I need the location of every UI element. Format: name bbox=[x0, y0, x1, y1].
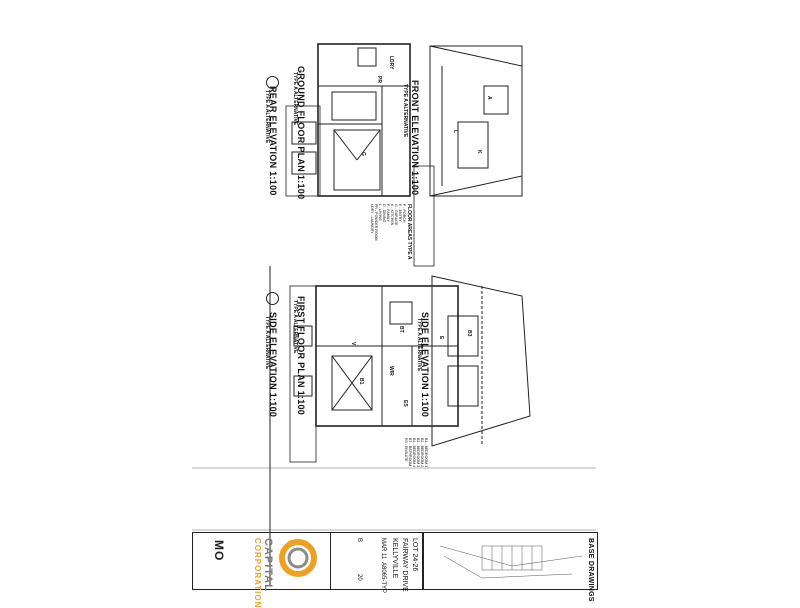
project-lot: LOT 24-26 bbox=[411, 538, 418, 572]
company-name-line1: CAPITAL bbox=[262, 538, 274, 592]
project-street: FAIRWAY DRIVE bbox=[401, 538, 408, 592]
drawing-number: A8065-TYP bbox=[380, 562, 386, 594]
section-marker-icon bbox=[266, 292, 279, 305]
company-logo-icon bbox=[278, 538, 318, 578]
title-block-header: BASE DRAWINGS bbox=[587, 538, 594, 602]
brand-mark: MO bbox=[212, 540, 226, 562]
sheet-number: 20 bbox=[356, 574, 362, 581]
project-info-box bbox=[330, 532, 424, 590]
company-name-line2: CORPORATION bbox=[253, 538, 262, 608]
drawing-revision: B bbox=[356, 538, 362, 543]
section-marker-icon bbox=[266, 76, 279, 89]
drawing-sheet: FRONT ELEVATION 1:100 TYPE A ALTERNATIVE… bbox=[182, 26, 608, 608]
site-plan-sketch bbox=[439, 545, 583, 579]
project-suburb: KELLYVILLE bbox=[391, 538, 398, 579]
site-plan-box bbox=[422, 532, 598, 590]
drawing-linework bbox=[192, 43, 596, 586]
drawing-date: MAR 11 bbox=[380, 538, 386, 560]
